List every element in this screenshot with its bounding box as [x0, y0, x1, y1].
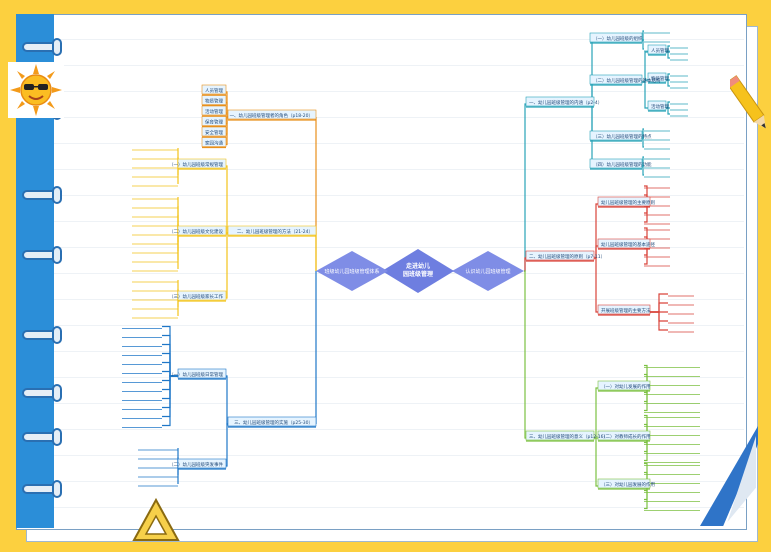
right-sub-label-box: [589, 32, 643, 43]
right-sub-label: 幼儿园班级管理的主要原则: [601, 199, 655, 206]
right-sub-label-box: [597, 196, 651, 207]
right-sub-label: （三）对幼儿园发展的作用: [601, 481, 655, 488]
right-twig-edge: [650, 302, 668, 313]
right-twig-edge: [666, 51, 670, 59]
right-sub-label-box: [589, 158, 643, 169]
left-branch-label-box: [227, 225, 317, 236]
left-branch-label-box: [227, 416, 317, 427]
left-branch-label: 一、幼儿园班级管理者的角色（p18-20）: [230, 112, 313, 119]
left-sub-label-box: [177, 368, 227, 379]
right-branch-label-box: [525, 250, 595, 261]
right-sub-label: 幼儿园班级管理的基本途径: [601, 241, 655, 248]
right-sub-label-box: [597, 304, 651, 315]
left-branch-label-box: [227, 109, 317, 120]
right-sub-label: （一）对幼儿发展的作用: [601, 383, 651, 390]
right-sub-edge: [594, 437, 598, 487]
left-sub-label: （三）幼儿园班级家长工作: [169, 293, 223, 300]
left-leaf-label: 活动管理: [205, 108, 223, 115]
left-sub-label-box: [177, 158, 227, 169]
binding-ring: [22, 38, 62, 56]
left-title-node: [316, 251, 388, 291]
left-leaf-label-box: [201, 126, 227, 137]
binding-ring: [22, 186, 62, 204]
binding-ring: [22, 428, 62, 446]
right-twig-edge: [642, 165, 644, 176]
triangle-ruler-icon: [132, 497, 180, 541]
left-branch-label: 三、幼儿园班级管理的实施（p25-30）: [234, 419, 313, 426]
pencil-icon: [730, 75, 766, 129]
right-leaf-label-box: [647, 100, 667, 111]
sun-sticker-icon: [8, 62, 64, 118]
left-leaf-label-box: [201, 116, 227, 126]
right-sub-label: （二）幼儿园班级管理的基本结构: [593, 77, 661, 84]
right-twig-edge: [666, 79, 670, 87]
left-sub-label: （二）幼儿园班级突发事件: [169, 461, 223, 468]
right-leaf-label: 人员管理: [651, 47, 669, 54]
left-leaf-label: 人员管理: [205, 87, 223, 94]
right-branch-edge: [524, 270, 526, 439]
right-sub-label: （四）幼儿园班级管理的功能: [593, 161, 652, 168]
left-leaf-label-box: [201, 137, 227, 147]
right-twig-edge: [642, 39, 644, 50]
right-title-node: [452, 251, 524, 291]
right-sub-label-box: [597, 238, 651, 249]
right-leaf-label: 活动管理: [651, 103, 669, 110]
left-leaf-label-box: [201, 105, 227, 116]
left-sub-edge: [226, 423, 228, 467]
center-node: [382, 249, 454, 293]
left-sub-edge: [226, 232, 228, 299]
right-sub-label-box: [597, 478, 651, 489]
right-title: 认识幼儿园班级管理: [465, 268, 510, 275]
right-branch-label-box: [525, 430, 595, 441]
right-leaf-edge: [642, 81, 648, 109]
right-branch-label-box: [525, 96, 595, 107]
right-branch-label: 一、幼儿园班级管理的内涵（p2-4）: [529, 99, 602, 106]
right-leaf-label: 物质管理: [651, 75, 669, 82]
binding-ring: [22, 384, 62, 402]
right-leaf-edge: [642, 51, 648, 83]
left-sub-label-box: [177, 290, 227, 301]
binding-ring: [22, 246, 62, 264]
binding-ring: [22, 480, 62, 498]
right-sub-edge: [594, 257, 598, 313]
left-sub-edge: [226, 165, 228, 234]
left-leaf-label-box: [201, 95, 227, 105]
right-sub-label: （三）幼儿园班级管理的特点: [593, 133, 652, 140]
right-sub-edge: [594, 387, 598, 439]
right-leaf-label-box: [647, 72, 667, 83]
right-branch-label: 二、幼儿园班级管理的原则（p7-11）: [529, 253, 605, 260]
right-branch-edge: [524, 103, 526, 272]
right-sub-label: （一）幼儿园班级的组织: [593, 35, 643, 42]
center-title: 走进幼儿园班级管理: [403, 262, 433, 278]
right-sub-label-box: [597, 430, 651, 441]
left-twig-edge: [162, 375, 178, 427]
left-sub-label-box: [177, 225, 227, 236]
left-leaf-label: 物质管理: [205, 98, 223, 105]
left-title: 班级幼儿园班级管理体系: [324, 268, 379, 275]
right-sub-label-box: [589, 74, 643, 85]
right-sub-label: 开展班级管理的主要方法: [601, 307, 651, 314]
binding-ring: [22, 326, 62, 344]
right-twig-edge: [642, 137, 644, 148]
right-sub-label-box: [597, 380, 651, 391]
left-sub-label: （一）幼儿园班级日常管理: [169, 371, 223, 378]
right-sub-label-box: [589, 130, 643, 141]
left-leaf-edge: [226, 116, 228, 146]
left-leaf-label: 保育管理: [205, 119, 223, 126]
left-leaf-label: 家园沟通: [205, 140, 223, 147]
left-sub-label: （二）幼儿园班级文化建设: [169, 228, 223, 235]
left-sub-edge: [226, 375, 228, 425]
left-leaf-label-box: [201, 84, 227, 95]
right-branch-label: 三、幼儿园班级管理的意义（p12-16）: [529, 433, 608, 440]
left-branch-label: 二、幼儿园班级管理的方法（21-24）: [237, 228, 313, 235]
right-twig-edge: [650, 311, 668, 331]
right-twig-edge: [666, 107, 670, 115]
left-sub-label-box: [177, 458, 227, 469]
left-sub-label: （一）幼儿园班级常规管理: [169, 161, 223, 168]
left-leaf-label: 安全管理: [205, 129, 223, 136]
right-sub-label: （二）对教师成长的作用: [601, 433, 651, 440]
right-leaf-label-box: [647, 44, 667, 55]
